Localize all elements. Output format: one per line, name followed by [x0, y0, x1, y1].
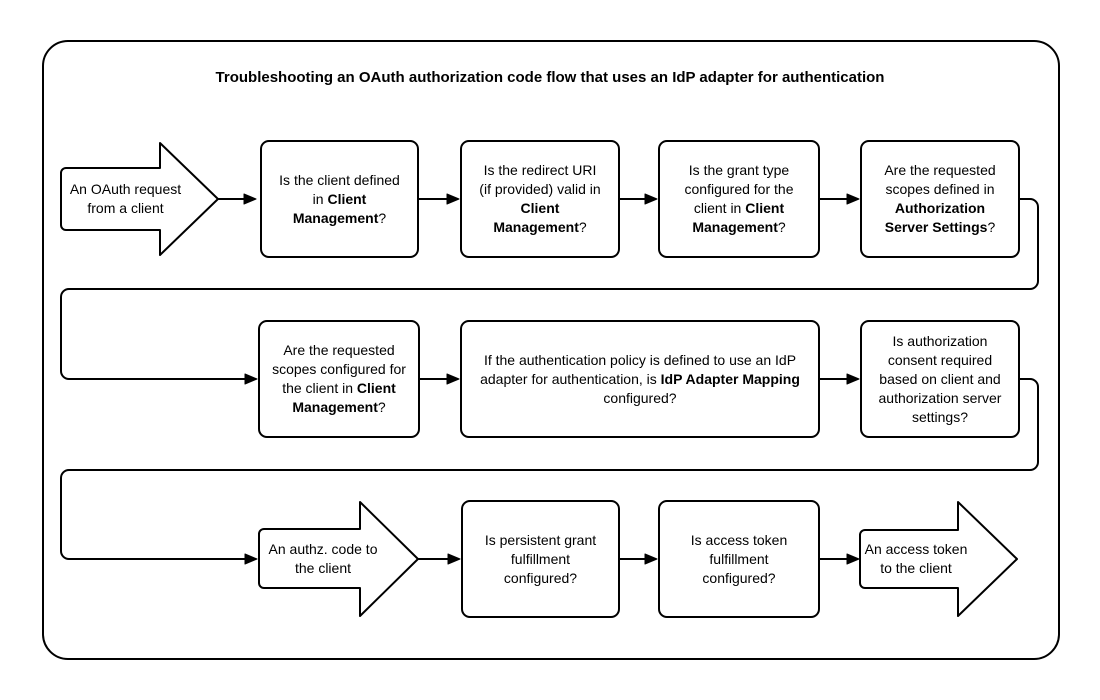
diagram-title: Troubleshooting an OAuth authorization c… [215, 69, 885, 86]
node-scopes-configured: Are the requested scopes configured for … [258, 320, 420, 438]
node-redirect-uri: Is the redirect URI (if provided) valid … [460, 140, 620, 258]
diagram-border [42, 40, 1060, 660]
connector-authorization-consent-to-authz-code [60, 378, 1039, 565]
node-access-token-fulfillment: Is access token fulfillment configured? [658, 500, 820, 618]
node-oauth-request-label: An OAuth request from a client [69, 181, 182, 216]
node-scopes-defined: Are the requested scopes defined in Auth… [860, 140, 1020, 258]
node-persistent-grant: Is persistent grant fulfillment configur… [461, 500, 620, 618]
node-client-defined: Is the client defined in Client Manageme… [260, 140, 419, 258]
node-access-token-label: An access token to the client [864, 541, 968, 576]
node-grant-type: Is the grant type configured for the cli… [658, 140, 820, 258]
node-authorization-consent: Is authorization consent required based … [860, 320, 1020, 438]
start-arrow-shape [60, 142, 219, 256]
authz-code-arrow-shape [258, 501, 419, 617]
connector-scopes-defined-to-scopes-configured [60, 198, 1039, 385]
access-token-arrow-shape [859, 501, 1018, 617]
node-authz-code-label: An authz. code to the client [268, 540, 378, 576]
node-idp-adapter-mapping: If the authentication policy is defined … [460, 320, 820, 438]
